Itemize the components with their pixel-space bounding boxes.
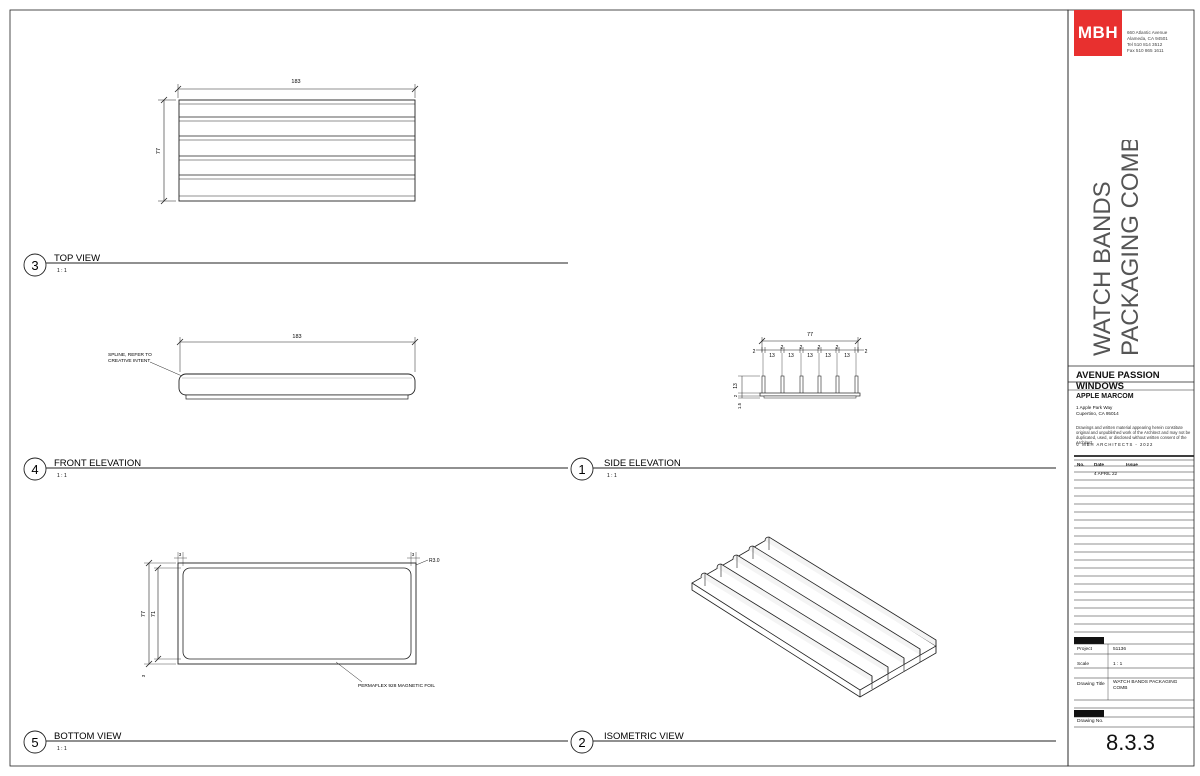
client-address: 1 Apple Park Way Cupertino, CA 95014 [1076,405,1119,416]
bottom-view: 77 71 3 3 3 R3.0 PERMAFLEX 928 MAGNETIC … [141,552,440,689]
bottom-dim-edge-bottom: 3 [141,674,146,677]
top-dim-width: 183 [291,79,300,85]
side-view-title: SIDE ELEVATION [604,458,681,469]
isometric-view [691,536,937,698]
side-elevation-label: 1 SIDE ELEVATION 1 : 1 [570,457,1056,481]
scale-value: 1 : 1 [1113,662,1123,667]
side-dim-wall-1: 2 [781,345,784,351]
bottom-view-scale: 1 : 1 [57,746,67,752]
project-name: AVENUE PASSION WINDOWS [1076,370,1160,392]
drawing-title-value-2: COMB [1113,686,1128,691]
client-name: APPLE MARCOM [1076,393,1134,400]
side-dim-gap-3: 13 [807,353,813,359]
drawing-title-value-1: WATCH BANDS PACKAGING [1113,680,1178,685]
project-title: WATCH BANDS PACKAGING COMB [1089,140,1142,356]
project-label: Project [1077,647,1092,652]
svg-text:4: 4 [31,462,38,477]
svg-text:5: 5 [31,735,38,750]
svg-text:WATCH BANDS: WATCH BANDS [1089,181,1116,356]
drawing-number: 8.3.3 [1106,730,1155,755]
bottom-dim-inner: 71 [151,611,157,617]
rev-header-date: Date [1094,462,1104,467]
side-dim-base2: 1.5 [737,402,742,409]
top-view-label: 3 TOP VIEW 1 : 1 [23,253,568,277]
copyright-icon: © [1076,442,1081,447]
title-block-lines [1068,365,1194,467]
top-view-scale: 1 : 1 [57,268,67,274]
side-dim-width: 77 [807,332,813,338]
front-note-line1: SPLINE, REFER TO [108,352,152,358]
bottom-view-title: BOTTOM VIEW [54,731,121,742]
sheet-info-lines [1074,637,1194,728]
side-dim-wall-left: 2 [753,349,756,355]
top-view-title: TOP VIEW [54,253,100,264]
svg-text:PACKAGING COMB: PACKAGING COMB [1117,140,1142,356]
top-dim-height: 77 [156,148,162,154]
side-dim-wall-3: 2 [818,345,821,351]
front-dim-width: 183 [292,334,301,340]
side-dim-wall-2: 2 [800,345,803,351]
front-view-title: FRONT ELEVATION [54,458,141,469]
iso-view-title: ISOMETRIC VIEW [604,731,684,742]
bottom-radius-note: R3.0 [429,558,440,564]
isometric-view-label: 2 ISOMETRIC VIEW [570,730,1056,754]
top-view: 183 77 [156,79,419,205]
bottom-dim-edge-right: 3 [412,552,415,557]
front-elevation-label: 4 FRONT ELEVATION 1 : 1 [23,457,568,481]
svg-text:1: 1 [578,462,585,477]
title-block-border [1067,9,1195,767]
side-elevation: 77 2 13 2 13 2 13 2 13 2 13 2 13 2 1.5 [733,332,868,409]
front-view-scale: 1 : 1 [57,473,67,479]
revision-table-lines [1074,471,1194,633]
mbh-logo: MBH [1074,10,1122,56]
legal-notice: Drawings and written material appearing … [1076,425,1191,445]
bottom-view-label: 5 BOTTOM VIEW 1 : 1 [23,730,568,754]
side-dim-wall-right: 2 [865,349,868,355]
side-dim-gap-2: 13 [788,353,794,359]
scale-label: Scale [1077,662,1089,667]
bottom-foil-note: PERMAFLEX 928 MAGNETIC FOIL [358,683,435,689]
rev-row-date: 4 APRIL 22 [1094,471,1118,476]
side-dim-base1: 2 [733,394,738,397]
side-dim-gap-5: 13 [844,353,850,359]
svg-text:3: 3 [31,258,38,273]
bottom-dim-edge-left: 3 [179,552,182,557]
side-view-scale: 1 : 1 [607,473,617,479]
project-number: 51136 [1113,647,1126,652]
rev-header-issue: Issue [1126,462,1138,467]
front-note-line2: CREATIVE INTENT [108,358,150,364]
svg-text:2: 2 [578,735,585,750]
copyright-line: © MBH ARCHITECTS - 2022 [1076,442,1154,447]
side-dim-height: 13 [733,383,739,389]
rev-header-no: No. [1077,462,1085,467]
drawing-no-label: Drawing No. [1077,719,1104,724]
bottom-dim-outer: 77 [141,611,147,617]
front-elevation: 183 SPLINE, REFER TO CREATIVE INTENT [108,334,419,400]
firm-address: 660 Atlantic Avenue Alameda, CA 94501 Te… [1127,30,1168,53]
side-dim-gap-1: 13 [769,353,775,359]
side-dim-wall-4: 2 [836,345,839,351]
side-dim-gap-4: 13 [825,353,831,359]
drawing-title-label: Drawing Title [1077,682,1105,687]
